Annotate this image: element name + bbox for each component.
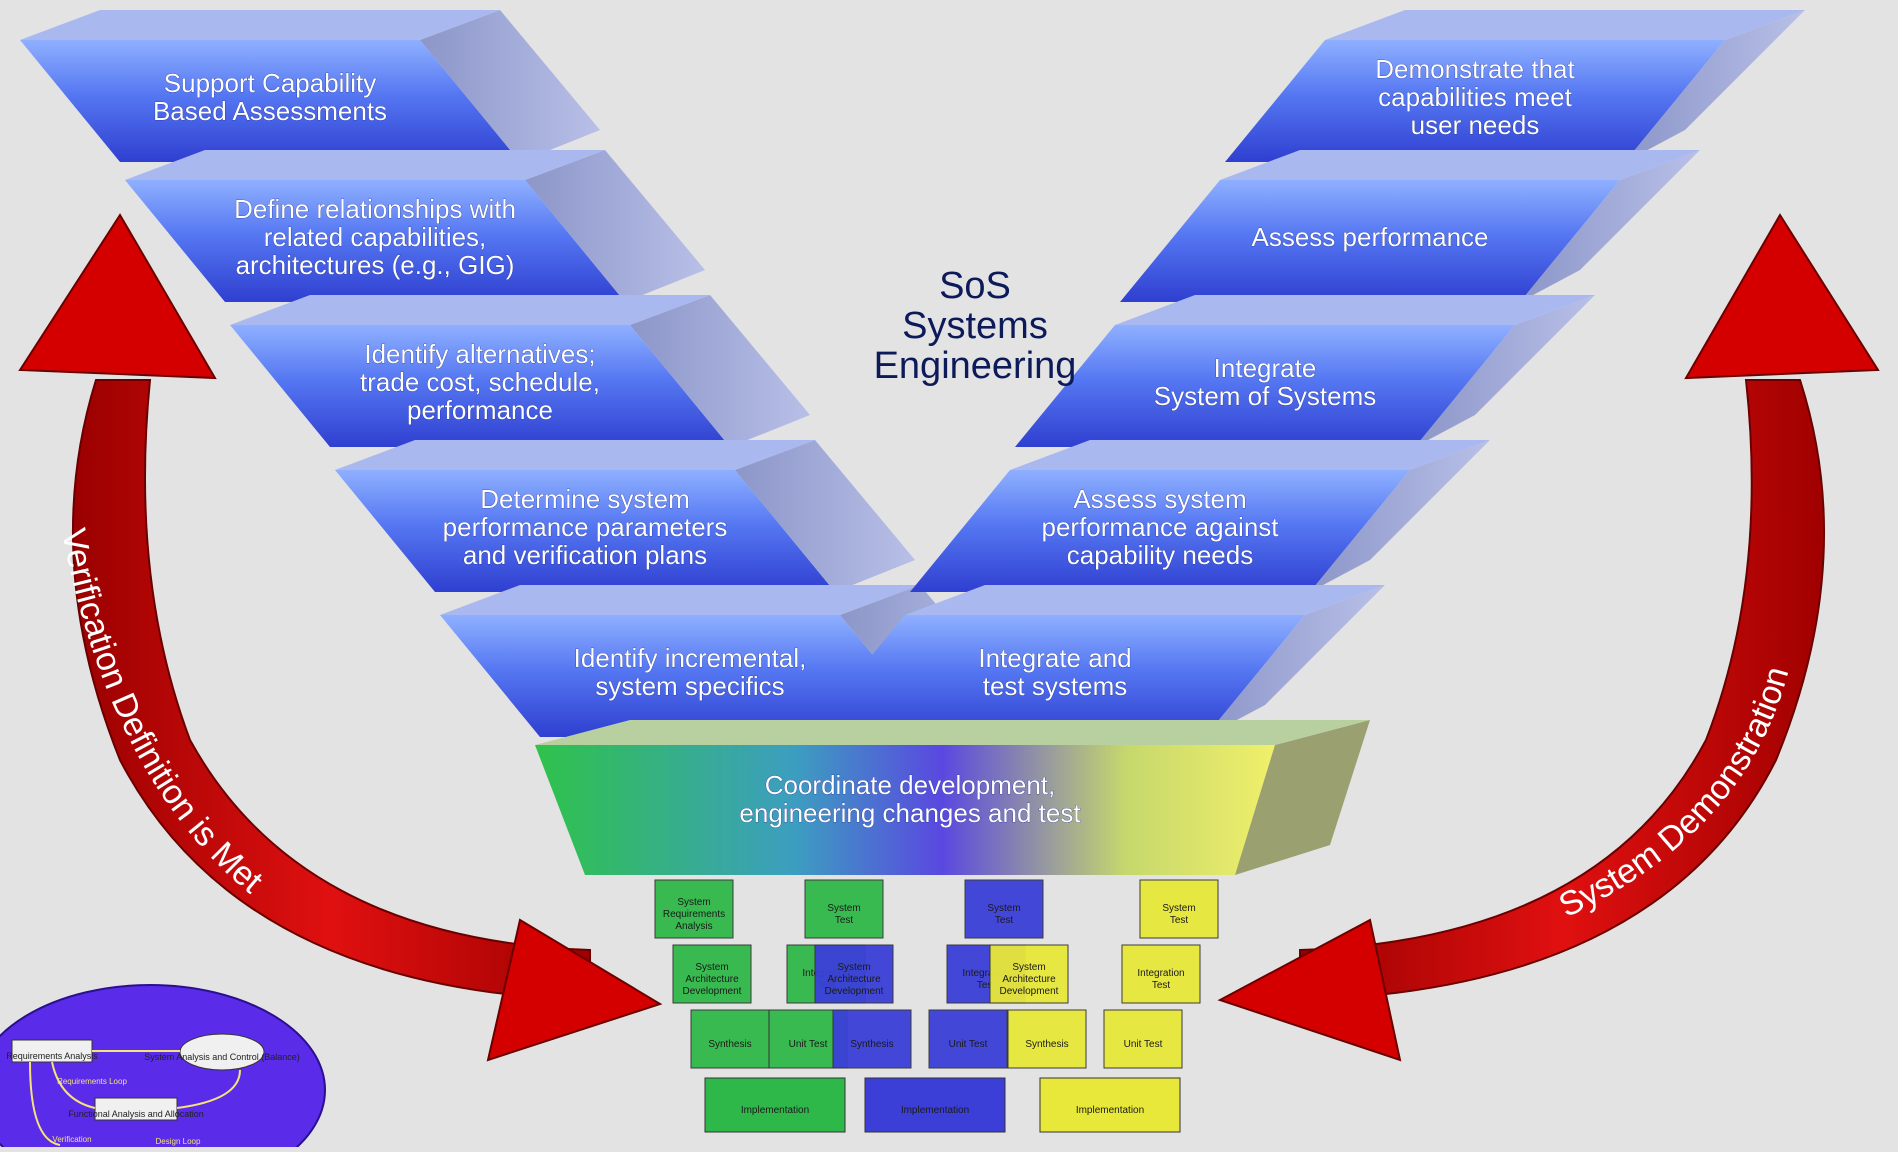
oval-box-1: Requirements Analysis [6,1051,98,1061]
mini-vee-2-bottom: Implementation [901,1105,969,1116]
oval-box-3: Functional Analysis and Allocation [68,1109,204,1119]
oval-loop-2: Verification [52,1135,91,1144]
mini-vee-3-left-2: Synthesis [1025,1039,1068,1050]
mini-vee-1-bottom: Implementation [741,1105,809,1116]
right-box-2-text: Assess performance [1252,222,1489,252]
coordinate-development-text: Coordinate development,engineering chang… [739,770,1081,828]
se-process-oval: Requirements Analysis System Analysis and… [0,984,326,1152]
coordinate-development-box: Coordinate development,engineering chang… [535,720,1370,875]
right-box-2: Assess performance [1120,150,1700,302]
oval-box-2: System Analysis and Control (Balance) [144,1052,300,1062]
mini-vee-2-left-2: Synthesis [850,1039,893,1050]
mini-vee-3-right-3: Unit Test [1124,1039,1163,1050]
right-demonstration-arc [1217,213,1880,1062]
left-box-5-text: Identify incremental,system specifics [574,643,807,701]
oval-loop-1: Requirements Loop [57,1077,127,1086]
oval-loop-3: Design Loop [156,1137,201,1146]
left-verification-arc [18,213,663,1062]
right-arc-arrowhead-top [1684,213,1880,380]
left-box-3: Identify alternatives;trade cost, schedu… [230,295,810,447]
left-arc-arrowhead-bottom [486,918,663,1062]
left-arc-arrowhead-top [18,213,217,380]
mini-vee-2-right-3: Unit Test [949,1039,988,1050]
mini-vee-3-bottom: Implementation [1076,1105,1144,1116]
mini-vee-1-right-3: Unit Test [789,1039,828,1050]
right-arc-arrowhead-bottom [1217,918,1402,1062]
left-box-5: Identify incremental,system specifics [440,585,1020,737]
mini-vee-1-left-3: Synthesis [708,1039,751,1050]
left-box-3-text: Identify alternatives;trade cost, schedu… [360,339,600,425]
